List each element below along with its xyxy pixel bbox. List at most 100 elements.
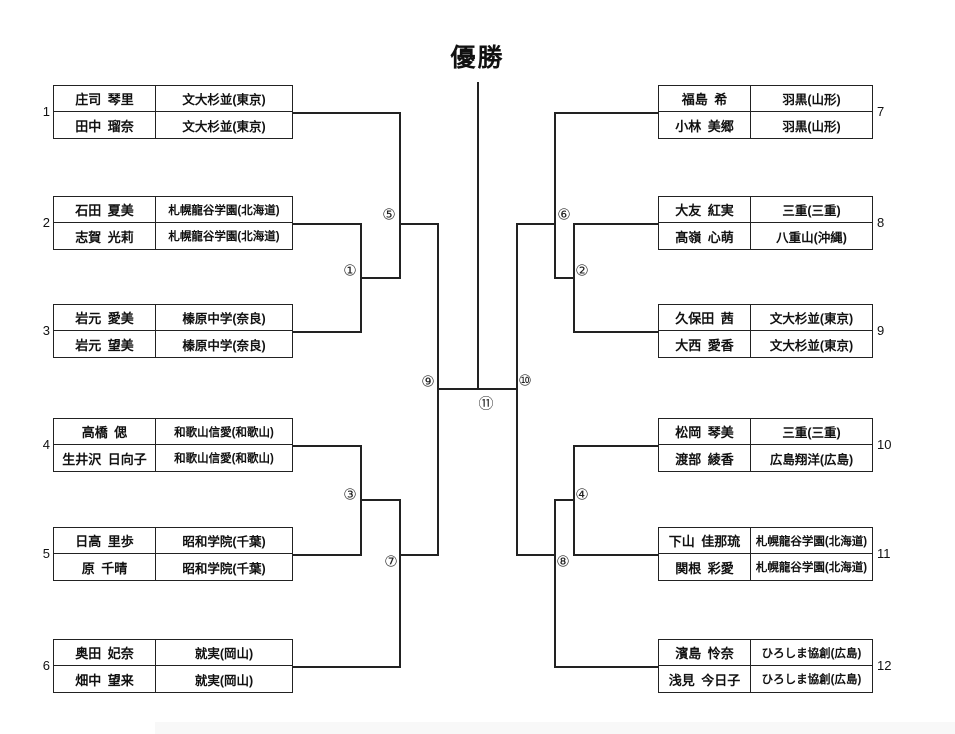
player-school: 和歌山信愛(和歌山) — [174, 453, 274, 465]
entry-row: 大友 紅実三重(三重) — [659, 197, 872, 223]
entry-row: 高橋 偲 和歌山信愛(和歌山) — [54, 419, 292, 445]
bracket-line-vertical — [399, 112, 401, 279]
bracket-line-horizontal — [293, 112, 401, 114]
seed-number: 7 — [877, 104, 885, 119]
entry-box: 久保田 茜文大杉並(東京)大西 愛香文大杉並(東京) — [658, 304, 873, 358]
bracket-line-vertical — [477, 82, 479, 390]
seed-number: 2 — [42, 215, 50, 230]
player-name: 濱島 怜奈 — [659, 640, 751, 665]
player-name: 岩元 望美 — [54, 331, 156, 357]
entry-row: 畑中 望来 就実(岡山) — [54, 666, 292, 692]
player-name: 庄司 琴里 — [54, 86, 156, 111]
bracket-line-horizontal — [516, 223, 556, 225]
player-school: 和歌山信愛(和歌山) — [174, 426, 274, 439]
bracket-line-horizontal — [554, 499, 575, 501]
player-name: 渡部 綾香 — [659, 445, 751, 471]
seed-number: 9 — [877, 323, 885, 338]
entry-box: 松岡 琴美 三重(三重) 渡部 綾香 広島翔洋(広島) — [658, 418, 873, 472]
entry-row: 久保田 茜 文大杉並(東京) — [659, 305, 872, 331]
bracket-line-horizontal — [360, 277, 401, 279]
player-name: 髙嶺 心萌 — [659, 223, 751, 249]
player-name: 関根 彩愛 — [659, 554, 751, 580]
bracket-line-horizontal — [293, 554, 362, 556]
player-name: 畑中 望来 — [54, 666, 156, 692]
seed-number: 11 — [877, 546, 891, 561]
player-school: 榛原中学(奈良) — [182, 312, 266, 326]
bracket-line-vertical — [554, 499, 556, 668]
player-school: 就実(岡山) — [194, 647, 254, 661]
entry-box: 庄司 琴里文大杉並(東京)田中 瑠奈文大杉並(東京) — [53, 85, 293, 139]
bracket-line-horizontal — [293, 666, 401, 668]
entry-row: 大西 愛香 文大杉並(東京) — [659, 331, 872, 357]
bracket-line-horizontal — [573, 223, 660, 225]
entry-row: 生井沢 日向子和歌山信愛(和歌山) — [54, 445, 292, 471]
player-name: 久保田 茜 — [659, 305, 751, 330]
player-school: ひろしま協創(広島) — [761, 647, 862, 660]
entry-row: 濱島 怜奈ひろしま協創(広島) — [659, 640, 872, 666]
player-school: 文大杉並(東京) — [182, 119, 266, 134]
entry-row: 岩元 望美榛原中学(奈良) — [54, 331, 292, 357]
player-school: 昭和学院(千葉) — [182, 561, 266, 576]
player-school: 羽黒(山形) — [782, 93, 841, 107]
entry-box: 石田 夏美札幌龍谷学園(北海道)志賀 光莉札幌龍谷学園(北海道) — [53, 196, 293, 250]
match-number-label: ① — [343, 262, 357, 280]
bracket-line-horizontal — [554, 666, 660, 668]
seed-number: 3 — [42, 323, 50, 338]
bracket-line-horizontal — [573, 331, 660, 333]
entry-row: 髙嶺 心萌 八重山(沖縄) — [659, 223, 872, 249]
player-school: 三重(三重) — [782, 426, 841, 440]
entry-box: 下山 佳那琉札幌龍谷学園(北海道)関根 彩愛札幌龍谷学園(北海道) — [658, 527, 873, 581]
entry-box: 岩元 愛美 榛原中学(奈良) 岩元 望美榛原中学(奈良) — [53, 304, 293, 358]
match-number-label: ⑤ — [382, 206, 396, 224]
match-number-label: ④ — [575, 486, 589, 504]
bracket-line-horizontal — [360, 499, 401, 501]
match-number-label: ⑨ — [421, 373, 435, 391]
player-school: 八重山(沖縄) — [776, 230, 847, 245]
bracket-line-horizontal — [293, 223, 362, 225]
entry-box: 福島 希羽黒(山形)小林 美郷 羽黒(山形) — [658, 85, 873, 139]
entry-row: 松岡 琴美 三重(三重) — [659, 419, 872, 445]
bottom-strip — [155, 722, 955, 734]
player-school: 羽黒(山形) — [782, 119, 841, 134]
entry-box: 高橋 偲和歌山信愛(和歌山)生井沢 日向子和歌山信愛(和歌山) — [53, 418, 293, 472]
seed-number: 6 — [42, 658, 50, 673]
entry-row: 岩元 愛美 榛原中学(奈良) — [54, 305, 292, 331]
match-number-label: ③ — [343, 486, 357, 504]
player-name: 高橋 偲 — [54, 419, 156, 444]
player-name: 原 千晴 — [54, 554, 156, 580]
entry-box: 大友 紅実三重(三重)髙嶺 心萌 八重山(沖縄) — [658, 196, 873, 250]
player-school: 文大杉並(東京) — [769, 338, 854, 353]
player-school: 札幌龍谷学園(北海道) — [168, 231, 280, 243]
player-school: 広島翔洋(広島) — [769, 452, 854, 467]
player-name: 下山 佳那琉 — [659, 528, 751, 553]
seed-number: 1 — [42, 104, 50, 119]
player-name: 岩元 愛美 — [54, 305, 156, 330]
bracket-line-horizontal — [293, 331, 362, 333]
entry-row: 下山 佳那琉札幌龍谷学園(北海道) — [659, 528, 872, 554]
player-school: 札幌龍谷学園(北海道) — [755, 562, 868, 574]
entry-row: 石田 夏美札幌龍谷学園(北海道) — [54, 197, 292, 223]
player-name: 小林 美郷 — [659, 112, 751, 138]
champion-title: 優勝 — [450, 44, 505, 72]
player-name: 松岡 琴美 — [659, 419, 751, 444]
seed-number: 5 — [42, 546, 50, 561]
player-name: 大西 愛香 — [659, 331, 751, 357]
match-number-label: ⑥ — [557, 206, 571, 224]
match-number-label: ② — [575, 262, 589, 280]
player-school: 文大杉並(東京) — [769, 312, 854, 326]
entry-box: 濱島 怜奈ひろしま協創(広島)浅見 今日子ひろしま協創(広島) — [658, 639, 873, 693]
player-name: 志賀 光莉 — [54, 223, 156, 249]
match-number-label: ⑧ — [556, 553, 570, 571]
match-number-label: ⑦ — [384, 553, 398, 571]
entry-row: 庄司 琴里文大杉並(東京) — [54, 86, 292, 112]
entry-row: 原 千晴 昭和学院(千葉) — [54, 554, 292, 580]
entry-row: 日高 里歩昭和学院(千葉) — [54, 528, 292, 554]
entry-row: 奥田 妃奈就実(岡山) — [54, 640, 292, 666]
player-school: 就実(岡山) — [194, 673, 254, 688]
entry-row: 福島 希羽黒(山形) — [659, 86, 872, 112]
match-number-label: ⑪ — [478, 395, 494, 413]
bracket-line-horizontal — [516, 554, 556, 556]
entry-row: 小林 美郷 羽黒(山形) — [659, 112, 872, 138]
bracket-line-horizontal — [573, 554, 660, 556]
player-name: 浅見 今日子 — [659, 666, 751, 692]
